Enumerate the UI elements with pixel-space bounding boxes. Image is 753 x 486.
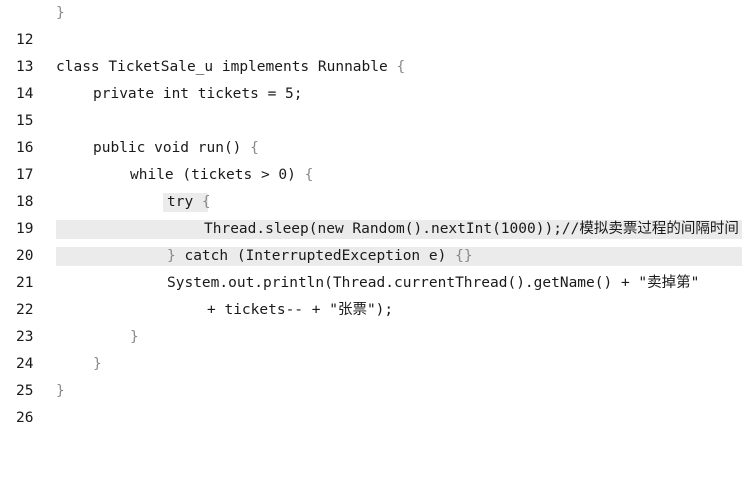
line-highlight [56,247,742,266]
closing-brace: } [167,248,176,264]
line-highlight [56,220,742,239]
opening-brace: { [250,140,259,156]
code-text: class TicketSale_u implements Runnable { [56,54,405,81]
code-line-26: 26 } [0,378,753,426]
line-number: 13 [16,59,34,75]
code-line-24: 24 } [0,324,753,372]
closing-brace: } [130,329,139,345]
code-line-14: 14 class TicketSale_u implements Runnabl… [0,54,753,102]
code-line-19: 19 try { [0,189,753,237]
opening-brace: { [396,59,406,75]
line-number: 20 [16,248,34,264]
opening-brace: { [201,194,211,210]
code-text: } catch (InterruptedException e) {} [167,243,473,270]
line-number: 16 [16,140,34,156]
closing-brace: } [56,383,65,399]
line-number: 24 [16,356,34,372]
sleep-statement: Thread.sleep(new Random().nextInt(1000))… [204,221,739,237]
code-text: while (tickets > 0) { [130,162,313,189]
line-number: 12 [16,32,34,48]
code-line-21: 21 } catch (InterruptedException e) {} [0,243,753,291]
line-number: 25 [16,383,34,399]
while-statement: while (tickets > 0) [130,167,305,183]
line-number: 19 [16,221,34,237]
code-line-17: 17 public void run() { [0,135,753,183]
code-line-25: 25 } [0,351,753,399]
line-number: 23 [16,329,34,345]
code-line-20: 20 Thread.sleep(new Random().nextInt(100… [0,216,753,264]
println-statement: System.out.println(Thread.currentThread(… [167,275,700,291]
code-line-23: 23 + tickets-- + "张票"); [0,297,753,345]
code-line-16: 16 [0,108,753,156]
field-declaration: private int tickets = 5; [93,86,303,102]
line-number: 21 [16,275,34,291]
println-continuation: + tickets-- + "张票"); [207,302,394,318]
code-line-22: 22 System.out.println(Thread.currentThre… [0,270,753,318]
line-number: 17 [16,167,34,183]
line-number: 26 [16,410,34,426]
code-line-13: 13 [0,27,753,75]
catch-clause: catch (InterruptedException e) [175,248,456,264]
closing-brace: } [93,356,102,372]
line-number: 22 [16,302,34,318]
method-declaration: public void run() [93,140,251,156]
code-line-15: 15 private int tickets = 5; [0,81,753,129]
class-declaration: class TicketSale_u implements Runnable [56,59,397,75]
code-line-18: 18 while (tickets > 0) { [0,162,753,210]
closing-brace: } [56,5,65,21]
line-number: 18 [16,194,34,210]
empty-block-braces: {} [455,248,473,264]
opening-brace: { [304,167,314,183]
code-line-12: 12 } [0,0,753,48]
line-number: 14 [16,86,34,102]
try-keyword: try [167,194,202,210]
line-highlight [163,193,208,212]
code-text: public void run() { [93,135,259,162]
code-text: try { [167,189,211,216]
code-listing: 12 } 13 14 class TicketSale_u implements… [0,0,753,426]
line-number: 15 [16,113,34,129]
